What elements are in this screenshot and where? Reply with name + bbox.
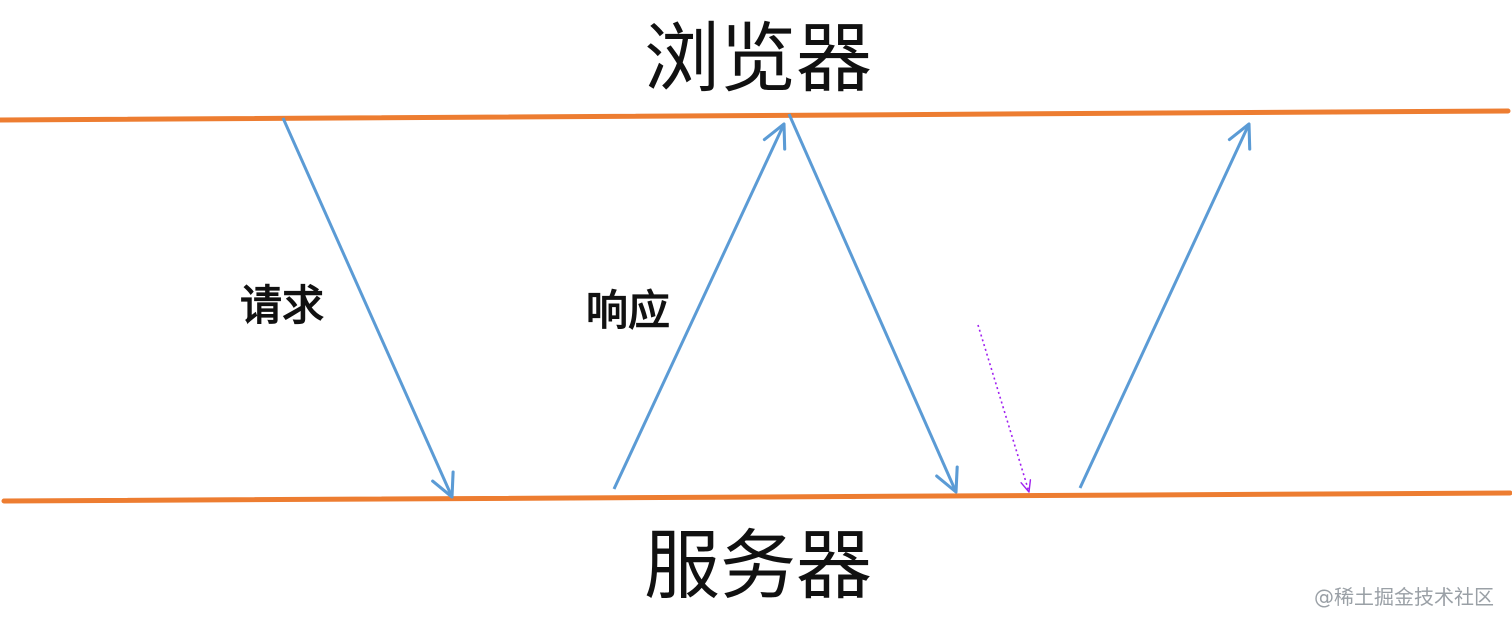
server-lane-line <box>1 490 1512 504</box>
request-arrow-2 <box>787 113 959 494</box>
browser-lane-line <box>0 108 1511 123</box>
request-label: 请求 <box>240 281 324 330</box>
watermark-text: @稀土掘金技术社区 <box>1314 585 1494 609</box>
server-title: 服务器 <box>644 521 872 610</box>
response-arrow-1 <box>612 122 787 490</box>
response-arrow-2 <box>1078 122 1252 489</box>
request-arrow-1 <box>281 117 455 499</box>
response-label: 响应 <box>586 286 670 335</box>
dotted-pointer-arrow <box>977 324 1032 493</box>
browser-title: 浏览器 <box>644 14 872 103</box>
